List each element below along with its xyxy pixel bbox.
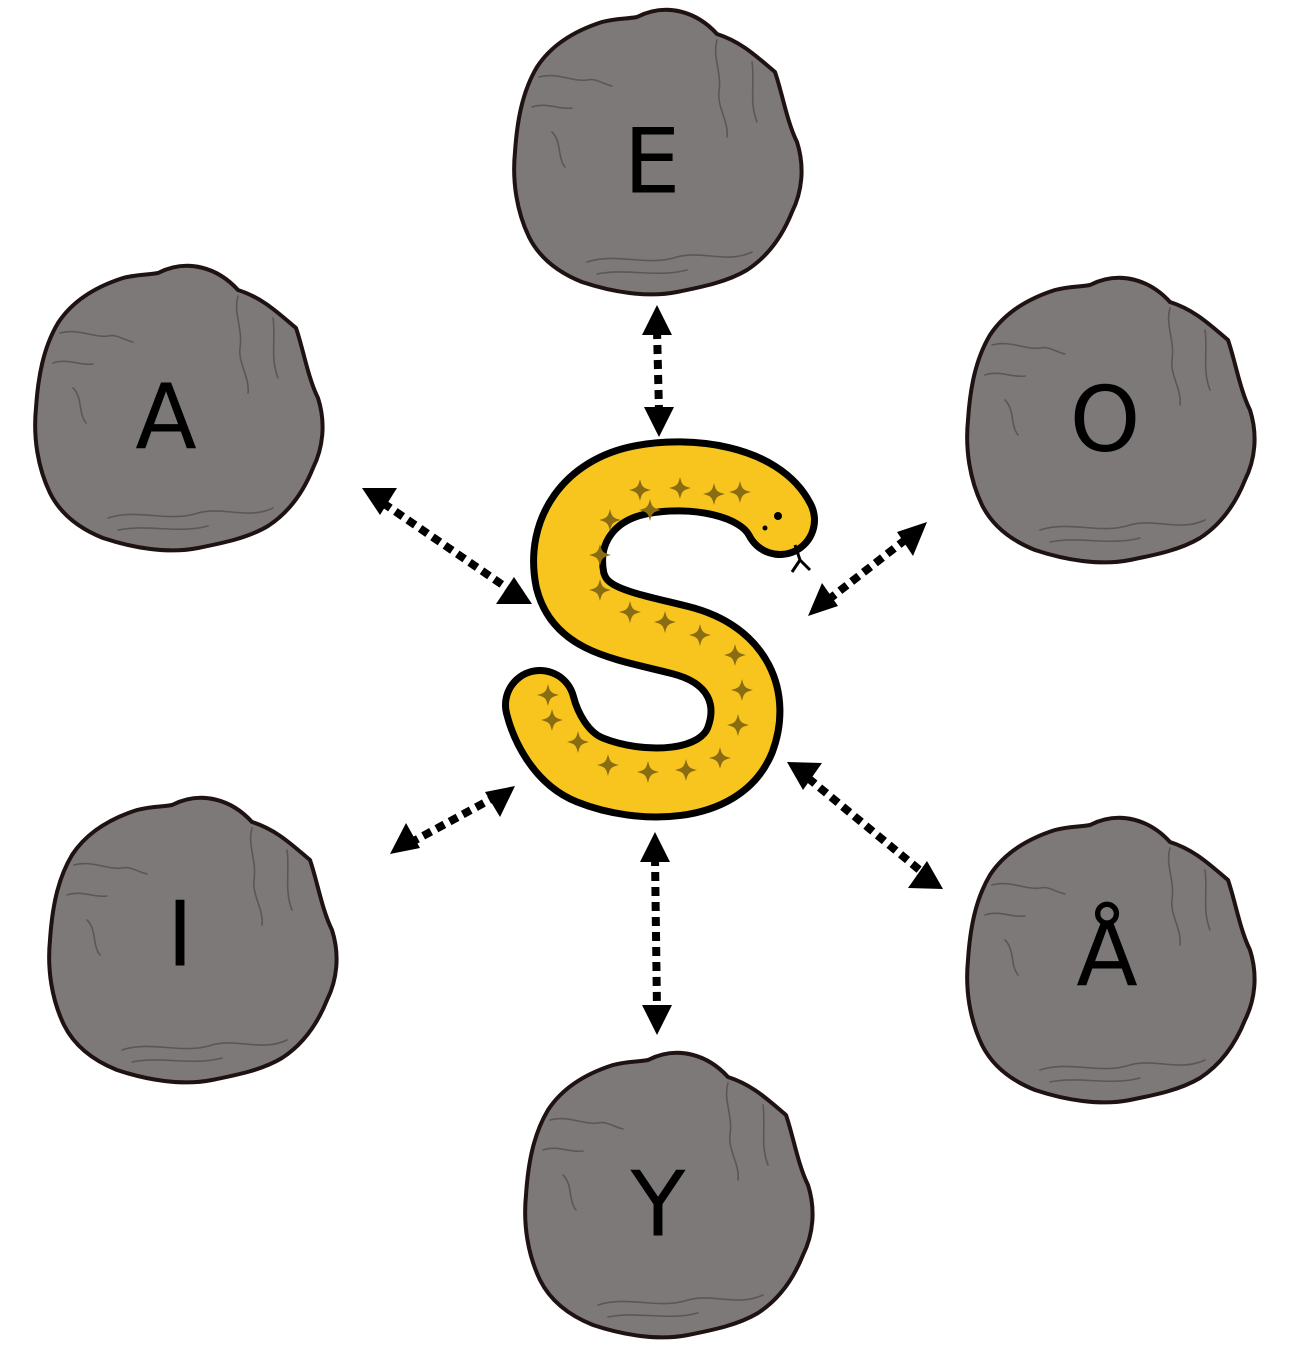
arrow-to-i	[390, 786, 515, 854]
rock-a: A	[35, 266, 322, 551]
rock-letter-y: Y	[630, 1153, 687, 1258]
rock-y: Y	[525, 1053, 812, 1338]
snake-eye	[774, 512, 782, 520]
rock-letter-o: O	[1070, 368, 1141, 473]
rock-letter-a: A	[135, 366, 197, 471]
rock-letter-i: I	[167, 883, 194, 988]
rock-aa: Å	[967, 818, 1254, 1103]
arrow-to-aa	[787, 762, 943, 889]
rock-letter-aa: Å	[1076, 901, 1138, 1008]
arrow-to-a	[362, 488, 532, 604]
rock-i: I	[49, 798, 336, 1083]
rock-e: E	[514, 10, 801, 295]
snake-nostril	[763, 526, 768, 531]
arrow-to-e	[642, 305, 674, 437]
rock-letter-e: E	[624, 110, 681, 215]
arrow-to-y	[640, 832, 672, 1035]
rock-o: O	[967, 278, 1254, 563]
snake-s	[537, 476, 810, 783]
arrow-to-o	[808, 522, 927, 616]
